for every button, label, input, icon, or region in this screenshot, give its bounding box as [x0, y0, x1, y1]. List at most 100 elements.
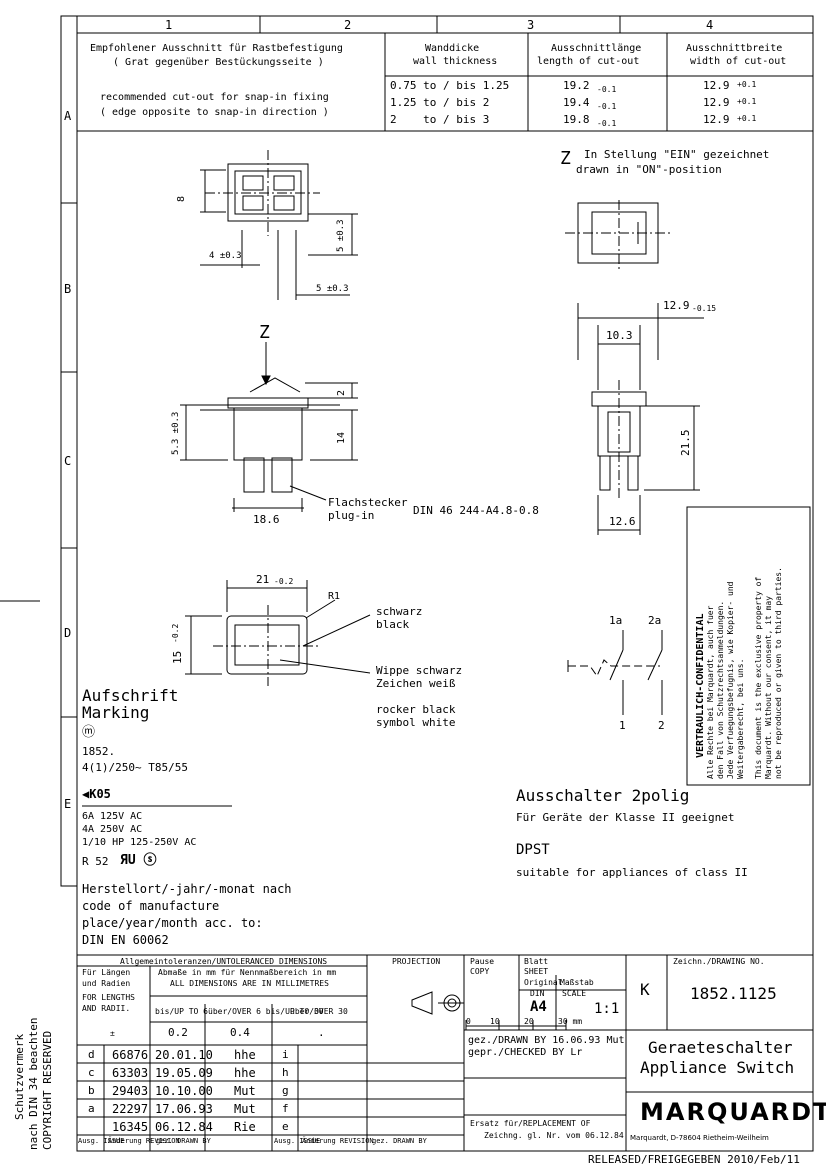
dim-8: 8: [176, 195, 187, 202]
rev-number-1: 66876: [112, 1048, 149, 1062]
tol-col-1: bis/UP TO 6: [155, 1007, 208, 1016]
plugin-label: plug-in: [328, 509, 375, 522]
wall-row-3: 2 to / bis 3: [390, 113, 490, 126]
drawn-by: gez./DRAWN BY 16.06.93 Mut: [468, 1035, 625, 1046]
length-tol-2: -0.1: [597, 102, 617, 111]
rev-issue2-3: g: [282, 1084, 289, 1097]
rev-issue-1: d: [88, 1048, 95, 1061]
rev-head-issue: Ausg. ISSUE: [78, 1137, 125, 1145]
title-de: Geraeteschalter: [648, 1038, 793, 1057]
dim-10-3: 10.3: [606, 329, 633, 342]
terminal-2: 2: [658, 719, 665, 732]
rev-date-1: 20.01.10: [155, 1048, 213, 1062]
width-header-en: width of cut-out: [690, 56, 787, 67]
title-en: Appliance Switch: [640, 1058, 795, 1077]
din-label: DIN: [530, 989, 545, 998]
rating-2: 4A 250V AC: [82, 824, 143, 835]
copyright-note-3: COPYRIGHT RESERVED: [41, 1030, 54, 1150]
terminal-1: 1: [619, 719, 626, 732]
released-stamp: RELEASED/FREIGEGEBEN 2010/Feb/11: [588, 1153, 800, 1166]
company-logo: MARQUARDT: [640, 1098, 826, 1126]
checked-by: gepr./CHECKED BY Lr: [468, 1047, 583, 1058]
scale-tick-30: 30 mm: [558, 1017, 583, 1026]
cutout-title-en: recommended cut-out for snap-in fixing: [100, 92, 329, 103]
rev-by-3: Mut: [234, 1084, 256, 1098]
m-symbol-icon: ⓜ: [82, 725, 96, 740]
origin-line-1: Herstellort/-jahr/-monat nach: [82, 882, 292, 896]
wippe-label: Wippe schwarz: [376, 664, 463, 677]
scale-value: 1:1: [594, 1001, 620, 1017]
pause-label: Pause: [470, 957, 495, 966]
dim-21-tol: -0.2: [274, 577, 294, 586]
wall-header-en: wall thickness: [413, 56, 498, 67]
row-label-d: D: [64, 626, 72, 640]
origin-line-4: DIN EN 60062: [82, 933, 169, 947]
switch-class-en: suitable for appliances of class II: [516, 866, 748, 879]
confidential-line-5: This document is the exclusive property …: [754, 576, 763, 779]
rev-by-4: Mut: [234, 1102, 256, 1116]
rev-issue-2: c: [88, 1066, 95, 1079]
rev-number-5: 16345: [112, 1120, 149, 1134]
plug-standard: DIN 46 244-A4.8-0.8: [413, 504, 539, 517]
r52-label: R 52: [82, 855, 109, 868]
length-tol-1: -0.1: [597, 85, 617, 94]
drawing-number: 1852.1125: [690, 984, 777, 1003]
zeichen-label: Zeichen weiß: [376, 677, 456, 690]
rev-by-5: Rie: [234, 1120, 256, 1134]
marking-title-de: Aufschrift: [82, 686, 179, 705]
copy-label: COPY: [470, 967, 490, 976]
copyright-note-2: nach DIN 34 beachten: [27, 1017, 40, 1150]
origin-line-2: code of manufacture: [82, 899, 220, 913]
rev-issue-4: a: [88, 1102, 95, 1115]
dim-14: 14: [336, 431, 347, 444]
ul-mark-icon: ЯU ⓢ: [120, 853, 157, 868]
tol-col-2: über/OVER 6 bis/UP TO 30: [208, 1007, 324, 1016]
tol-left-4: AND RADII.: [82, 1004, 131, 1013]
tolerance-title: Allgemeintoleranzen/UNTOLERANCED DIMENSI…: [120, 957, 328, 966]
tol-head-de: Abmaße in mm für Nennmaßbereich in mm: [158, 968, 337, 977]
tol-head-en: ALL DIMENSIONS ARE IN MILLIMETRES: [170, 979, 329, 988]
tol-left-3: FOR LENGTHS: [82, 993, 135, 1002]
length-row-2: 19.4: [563, 96, 590, 109]
rev-by-1: hhe: [234, 1048, 256, 1062]
dim-4: 4 ±0.3: [209, 251, 242, 261]
width-tol-1: +0.1: [737, 80, 757, 89]
row-label-a: A: [64, 109, 72, 123]
rev-by-2: hhe: [234, 1066, 256, 1080]
cutout-subtitle-de: ( Grat gegenüber Bestückungsseite ): [113, 57, 324, 68]
confidential-line-2: den Fall von Schutzrechtsanmeldungen.: [716, 600, 725, 779]
wall-row-2: 1.25 to / bis 2: [390, 96, 490, 109]
dim-15: 15: [171, 650, 184, 664]
rev-issue-3: b: [88, 1084, 95, 1097]
tol-left-5: ±: [110, 1029, 115, 1038]
schwarz-label: schwarz: [376, 605, 423, 618]
rocker-label: rocker black: [376, 703, 456, 716]
sheet-label: SHEET: [524, 967, 549, 976]
origin-line-3: place/year/month acc. to:: [82, 916, 263, 930]
confidential-line-4: Weitergaberecht, bei uns.: [736, 658, 745, 779]
dim-12-9: 12.9: [663, 299, 690, 312]
dim-15-tol: -0.2: [171, 623, 180, 643]
dim-5-3: 5.3 ±0.3: [171, 411, 181, 455]
confidential-line-3: Jede Verfuegungsbefugnis, wie Kopier- un…: [726, 581, 735, 779]
rev-head-revision: Änderung REVISION: [108, 1137, 180, 1145]
column-label-1: 1: [165, 18, 173, 32]
massstab-label: Maßstab: [560, 978, 594, 987]
view-z-letter: Z: [560, 148, 571, 169]
confidential-line-7: not be reproduced or given to third part…: [774, 567, 783, 779]
company-address: Marquardt, D-78604 Rietheim-Weilheim: [630, 1134, 769, 1142]
rev-head-revision-2: Änderung REVISION: [302, 1137, 374, 1145]
tol-val-2: 0.4: [230, 1026, 250, 1039]
confidential-line-1: Alle Rechte bei Marquardt, auch fuer: [706, 605, 715, 779]
flachstecker-label: Flachstecker: [328, 496, 408, 509]
dim-5-vertical: 5 ±0.3: [336, 219, 346, 252]
row-label-b: B: [64, 282, 72, 296]
switch-class-de: Für Geräte der Klasse II geeignet: [516, 811, 735, 824]
dim-radius: R1: [328, 591, 341, 602]
scale-tick-10: 10: [490, 1017, 500, 1026]
dim-12-9-tol: -0.15: [692, 304, 717, 313]
rev-date-2: 19.05.09: [155, 1066, 213, 1080]
original-label: Original: [524, 978, 563, 987]
width-row-3: 12.9: [703, 113, 730, 126]
